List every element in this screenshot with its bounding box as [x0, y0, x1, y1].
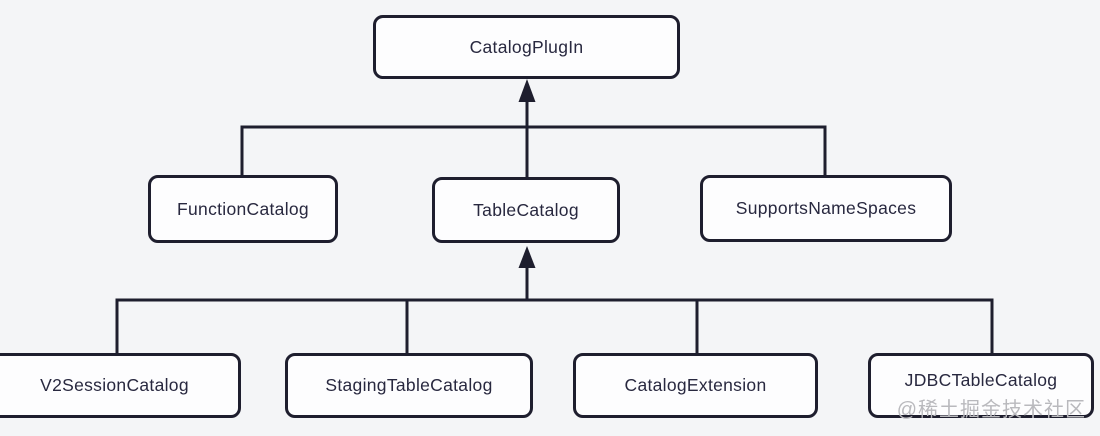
- node-v2-session-catalog-label: V2SessionCatalog: [40, 375, 189, 395]
- node-supports-namespaces: SupportsNameSpaces: [700, 175, 952, 242]
- arrowhead-up-to-table-catalog: [518, 246, 536, 268]
- node-supports-namespaces-label: SupportsNameSpaces: [735, 198, 917, 218]
- upper-connector-rail: [240, 125, 827, 176]
- node-staging-table-catalog-label: StagingTableCatalog: [325, 375, 493, 395]
- node-table-catalog-label: TableCatalog: [473, 199, 579, 220]
- node-table-catalog: TableCatalog: [432, 177, 620, 243]
- node-jdbc-table-catalog: JDBCTableCatalog: [868, 353, 1094, 418]
- arrowhead-up-to-catalog-plugin: [518, 79, 536, 102]
- node-jdbc-table-catalog-label: JDBCTableCatalog: [904, 370, 1058, 390]
- watermark-text: @稀土掘金技术社区: [896, 399, 1086, 421]
- node-catalog-extension: CatalogExtension: [573, 353, 818, 418]
- node-function-catalog: FunctionCatalog: [148, 175, 338, 243]
- node-catalog-plugin: CatalogPlugIn: [373, 15, 680, 79]
- node-staging-table-catalog: StagingTableCatalog: [285, 353, 533, 418]
- node-catalog-extension-label: CatalogExtension: [624, 375, 767, 395]
- node-catalog-plugin-label: CatalogPlugIn: [469, 36, 584, 57]
- node-v2-session-catalog: V2SessionCatalog: [0, 353, 241, 418]
- lower-connector-rail: [115, 298, 994, 353]
- node-function-catalog-label: FunctionCatalog: [177, 198, 309, 219]
